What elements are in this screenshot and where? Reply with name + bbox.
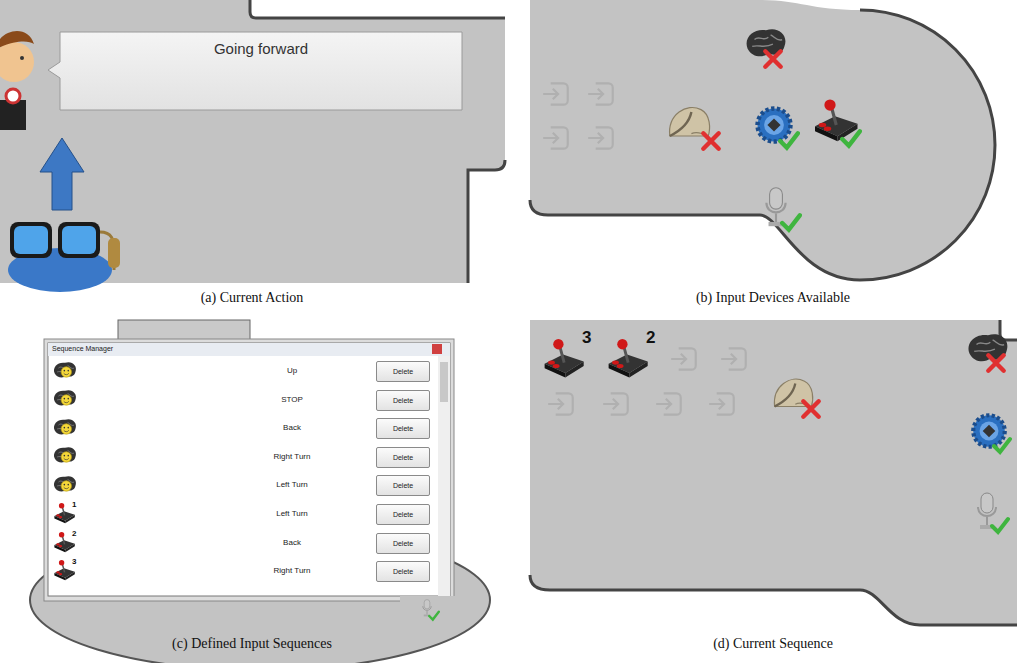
delete-button: Delete xyxy=(376,390,430,411)
button-text: Delete xyxy=(393,454,413,461)
button-text: Delete xyxy=(393,540,413,547)
delete-button: Delete xyxy=(376,533,430,554)
speech-bubble: Going forward xyxy=(60,32,462,110)
button-text: Delete xyxy=(393,568,413,575)
callout-number: 2 xyxy=(646,328,655,348)
delete-button: Delete xyxy=(376,504,430,525)
callout-number: 3 xyxy=(72,557,76,566)
sequence-name: Left Turn xyxy=(276,480,308,489)
button-text: Delete xyxy=(393,368,413,375)
subfigure-caption: (c) Defined Input Sequences xyxy=(172,636,332,652)
sequence-name: Left Turn xyxy=(276,509,308,518)
sequence-name: Back xyxy=(283,423,301,432)
sequence-name: Right Turn xyxy=(274,451,311,460)
sequence-manager-window: Sequence ManagerDeleteDeleteDeleteDelete… xyxy=(48,343,446,596)
button-text: Delete xyxy=(393,482,413,489)
button-text: Delete xyxy=(393,425,413,432)
subfigure-caption: (a) Current Action xyxy=(201,290,304,306)
window-title: Sequence Manager xyxy=(48,343,446,354)
sequence-name: Up xyxy=(287,366,297,375)
delete-button: Delete xyxy=(376,561,430,582)
callout-number: 2 xyxy=(72,529,76,538)
sequence-name: Back xyxy=(283,537,301,546)
sequence-name: Right Turn xyxy=(274,566,311,575)
delete-button: Delete xyxy=(376,475,430,496)
button-text: Delete xyxy=(393,511,413,518)
speech-text: Going forward xyxy=(68,40,454,57)
delete-button: Delete xyxy=(376,361,430,382)
callout-number: 3 xyxy=(582,328,591,348)
button-text: Delete xyxy=(393,397,413,404)
callout-number: 1 xyxy=(72,500,76,509)
sequence-name: STOP xyxy=(281,394,303,403)
delete-button: Delete xyxy=(376,418,430,439)
delete-button: Delete xyxy=(376,447,430,468)
subfigure-caption: (b) Input Devices Available xyxy=(696,290,850,306)
subfigure-caption: (d) Current Sequence xyxy=(713,636,833,652)
